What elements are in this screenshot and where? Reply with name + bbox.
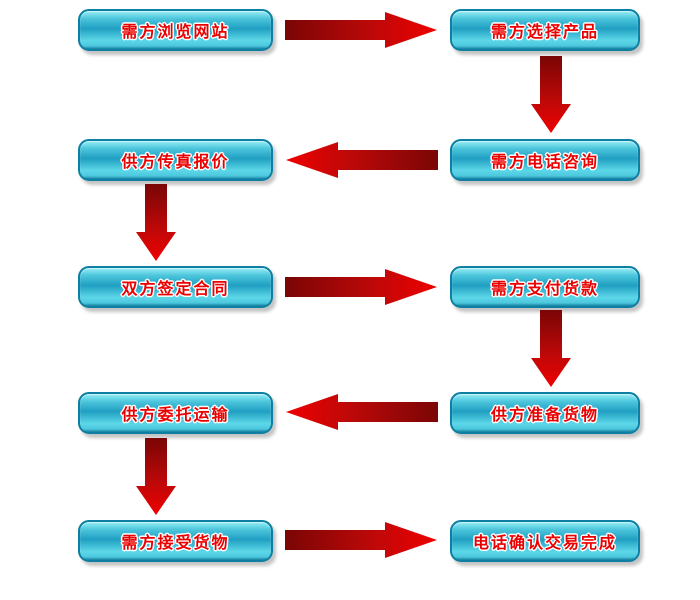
arrow-right-icon	[285, 269, 437, 305]
flow-node-label: 供方准备货物	[490, 405, 599, 424]
arrow-right-icon	[285, 12, 437, 48]
arrow-down-icon	[136, 184, 176, 261]
arrow-right-icon	[285, 522, 437, 558]
flow-node-entrust-shipping: 供方委托运输	[78, 392, 273, 434]
arrow-down-icon	[136, 438, 176, 515]
arrow-left-icon	[286, 394, 438, 430]
flow-node-sign-contract: 双方签定合同	[78, 266, 273, 308]
arrow-down-icon	[531, 310, 571, 387]
flow-node-select-product: 需方选择产品	[450, 9, 640, 51]
arrow-left-icon	[286, 142, 438, 178]
flow-node-label: 供方委托运输	[121, 405, 230, 424]
flow-node-prepare-goods: 供方准备货物	[450, 392, 640, 434]
flow-node-confirm-complete: 电话确认交易完成	[450, 520, 640, 562]
flow-node-label: 需方电话咨询	[490, 152, 599, 171]
flow-node-label: 需方浏览网站	[121, 22, 230, 41]
flow-node-label: 需方选择产品	[490, 22, 599, 41]
flow-node-fax-quotation: 供方传真报价	[78, 139, 273, 181]
flow-node-receive-goods: 需方接受货物	[78, 520, 273, 562]
flow-node-label: 需方接受货物	[121, 533, 230, 552]
flow-node-label: 电话确认交易完成	[472, 533, 617, 552]
arrow-down-icon	[531, 56, 571, 133]
flow-node-browse-website: 需方浏览网站	[78, 9, 273, 51]
flow-node-phone-inquiry: 需方电话咨询	[450, 139, 640, 181]
flow-node-label: 供方传真报价	[121, 152, 230, 171]
flow-node-label: 双方签定合同	[121, 279, 230, 298]
flow-node-pay-for-goods: 需方支付货款	[450, 266, 640, 308]
flow-node-label: 需方支付货款	[490, 279, 599, 298]
